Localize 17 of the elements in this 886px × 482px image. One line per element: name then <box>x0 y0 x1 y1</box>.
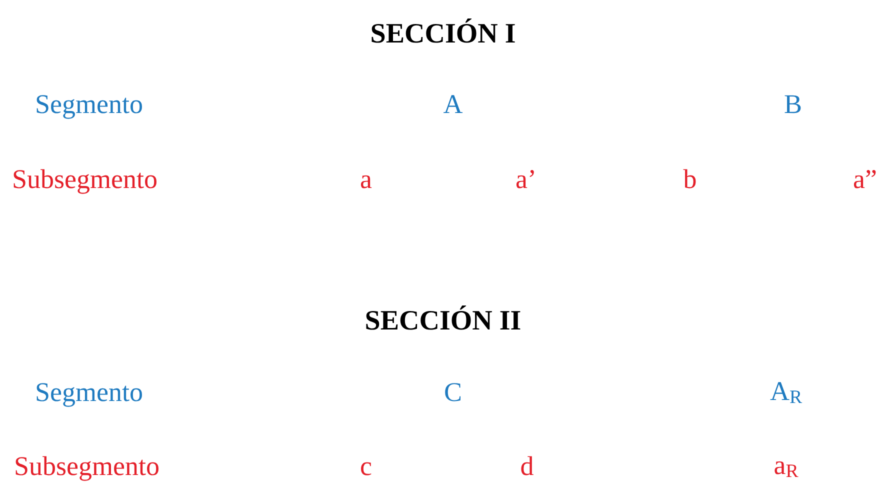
subsegment-label: a$_{R}$ <box>774 451 798 482</box>
row-label: Subsegmento <box>12 165 158 195</box>
row-label: Segmento <box>35 378 143 408</box>
subsegment-label: a <box>360 165 372 195</box>
subsegment-label: d <box>520 452 534 482</box>
segment-label: C <box>444 378 462 408</box>
segment-label: A$_{R}$ <box>770 377 802 409</box>
subsegment-label: a” <box>853 165 877 195</box>
row-label: Segmento <box>35 90 143 120</box>
subsegment-label: b <box>683 165 697 195</box>
subsegment-label: c <box>360 452 372 482</box>
subsegment-label: a’ <box>516 165 536 195</box>
segment-label: A <box>443 90 463 120</box>
section-heading: SECCIÓN II <box>364 306 522 338</box>
row-label: Subsegmento <box>14 452 160 482</box>
section-heading: SECCIÓN I <box>370 20 516 50</box>
segment-label: B <box>784 90 802 120</box>
